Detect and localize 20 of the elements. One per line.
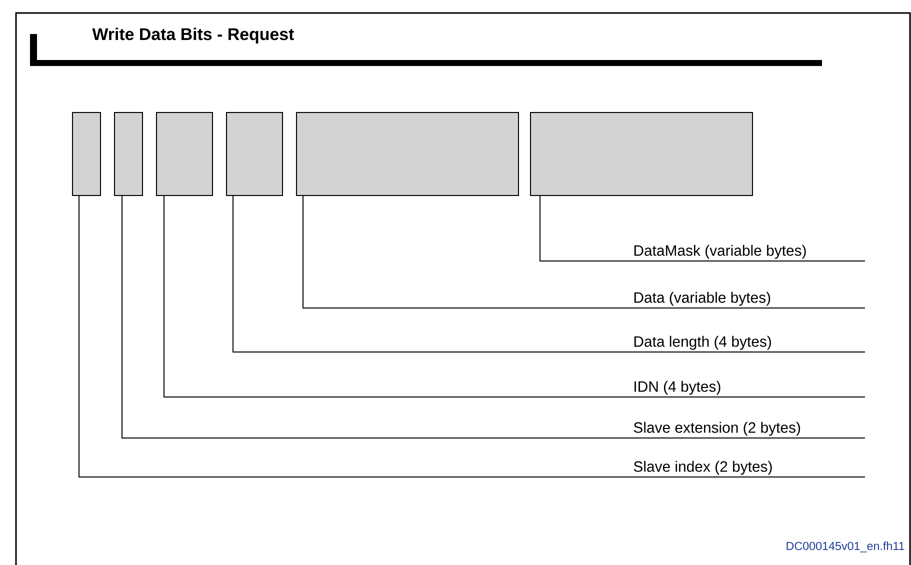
field-label: DataMask (variable bytes) xyxy=(634,244,806,259)
title: Write Data Bits - Request xyxy=(92,28,294,44)
leader-line xyxy=(78,196,866,478)
field-box xyxy=(156,112,213,196)
field-box xyxy=(114,112,143,196)
leader-line xyxy=(122,196,866,438)
leader-line xyxy=(540,196,866,262)
leader-line xyxy=(302,196,866,308)
field-box xyxy=(296,112,519,196)
field-label: Data (variable bytes) xyxy=(634,292,770,306)
field-label: IDN (4 bytes) xyxy=(634,380,720,395)
field-label: Data length (4 bytes) xyxy=(634,336,771,350)
field-box xyxy=(72,112,101,196)
field-box xyxy=(226,112,283,196)
drawing-number: DC000145v01_en.fh11 xyxy=(786,542,904,552)
field-label: Slave extension (2 bytes) xyxy=(634,422,800,436)
field-label: Slave index (2 bytes) xyxy=(634,460,772,475)
leader-line xyxy=(232,196,866,352)
leader-line xyxy=(164,196,866,398)
field-box xyxy=(530,112,753,196)
